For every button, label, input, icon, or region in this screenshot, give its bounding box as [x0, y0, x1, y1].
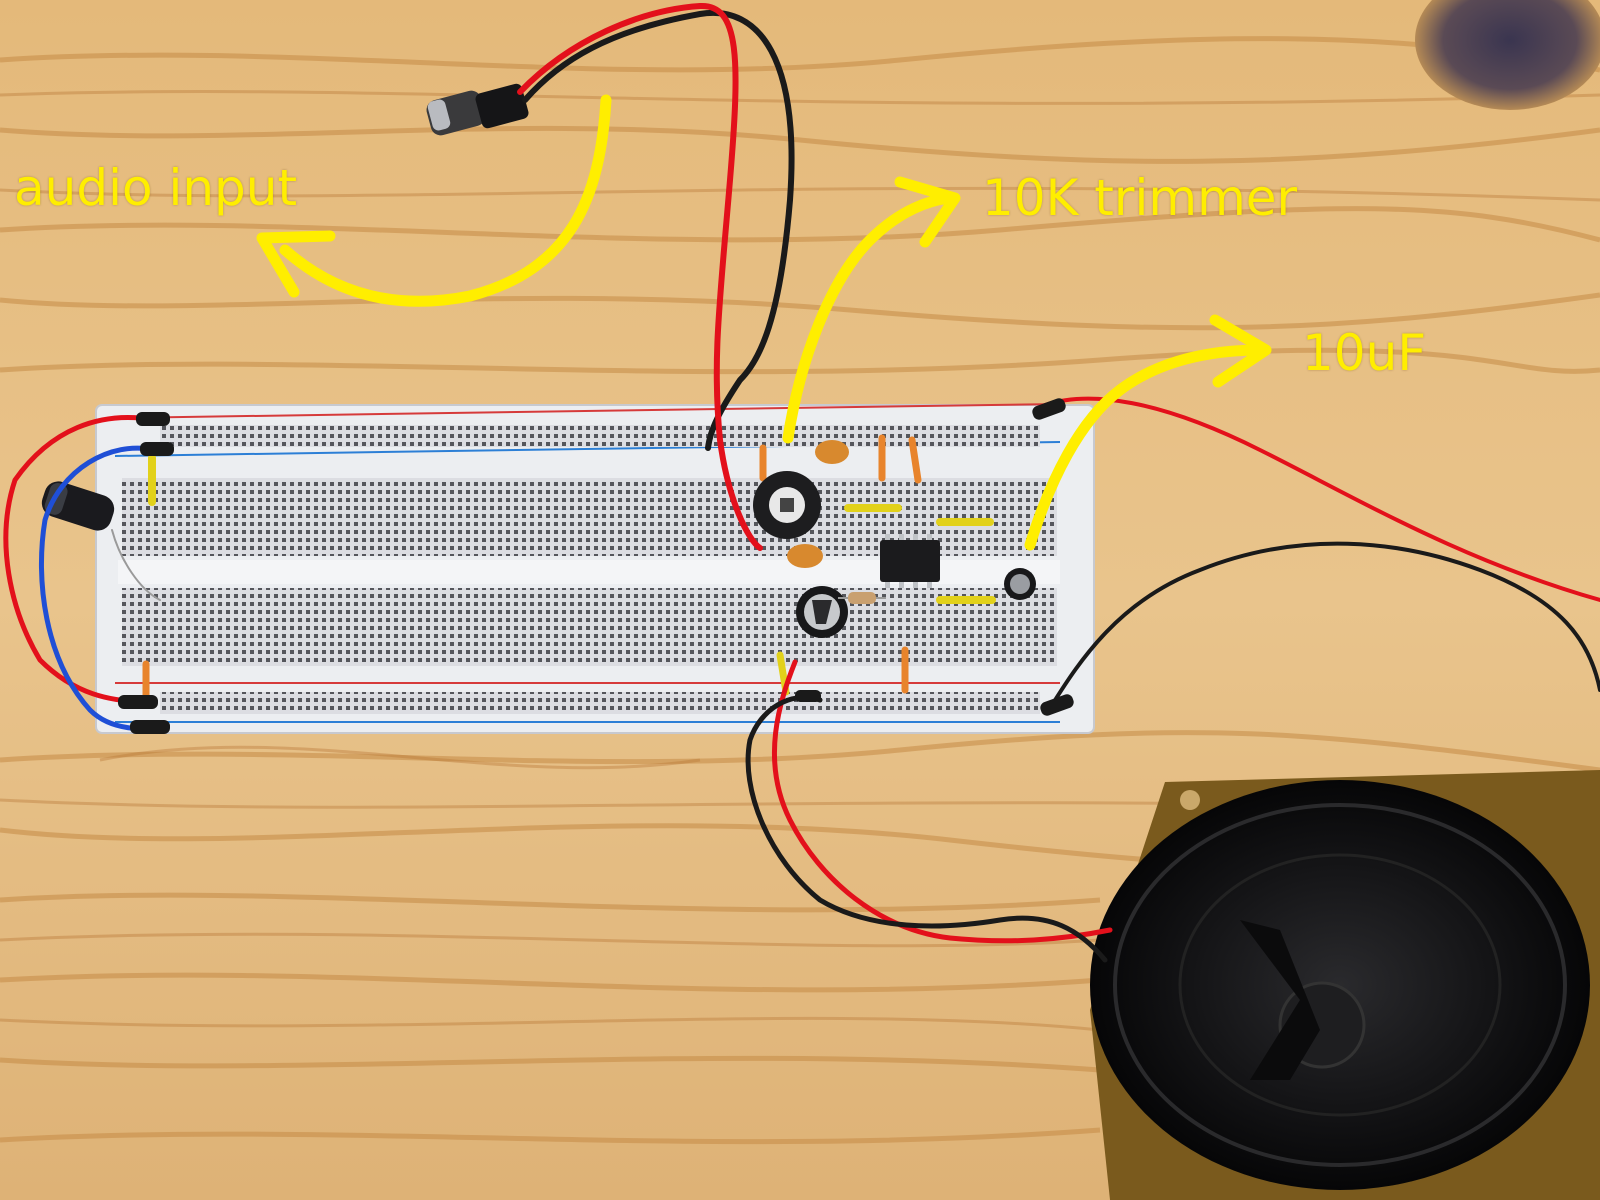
capacitor-arrow [1024, 314, 1272, 551]
breadboard [95, 403, 1095, 734]
audio-input-label: audio input [14, 159, 298, 217]
wood-knot [1415, 0, 1600, 110]
audio-input-arrow [256, 94, 612, 307]
resistor [838, 592, 886, 604]
chip-pins [885, 534, 932, 588]
annotation-arrows [256, 94, 1272, 551]
trimmer-arrow [782, 176, 961, 444]
audio-jack [426, 83, 529, 136]
wire-connectors [118, 398, 1074, 734]
electrolytic-capacitor-large [796, 586, 848, 638]
trimmer-label: 10K trimmer [982, 169, 1298, 227]
electrolytic-capacitor-10uf [1004, 568, 1036, 600]
speaker [1090, 770, 1600, 1200]
capacitor-label: 10uF [1302, 324, 1427, 382]
amplifier-chip [880, 540, 940, 582]
trimmer-potentiometer [753, 471, 821, 539]
ceramic-capacitors [787, 440, 849, 568]
